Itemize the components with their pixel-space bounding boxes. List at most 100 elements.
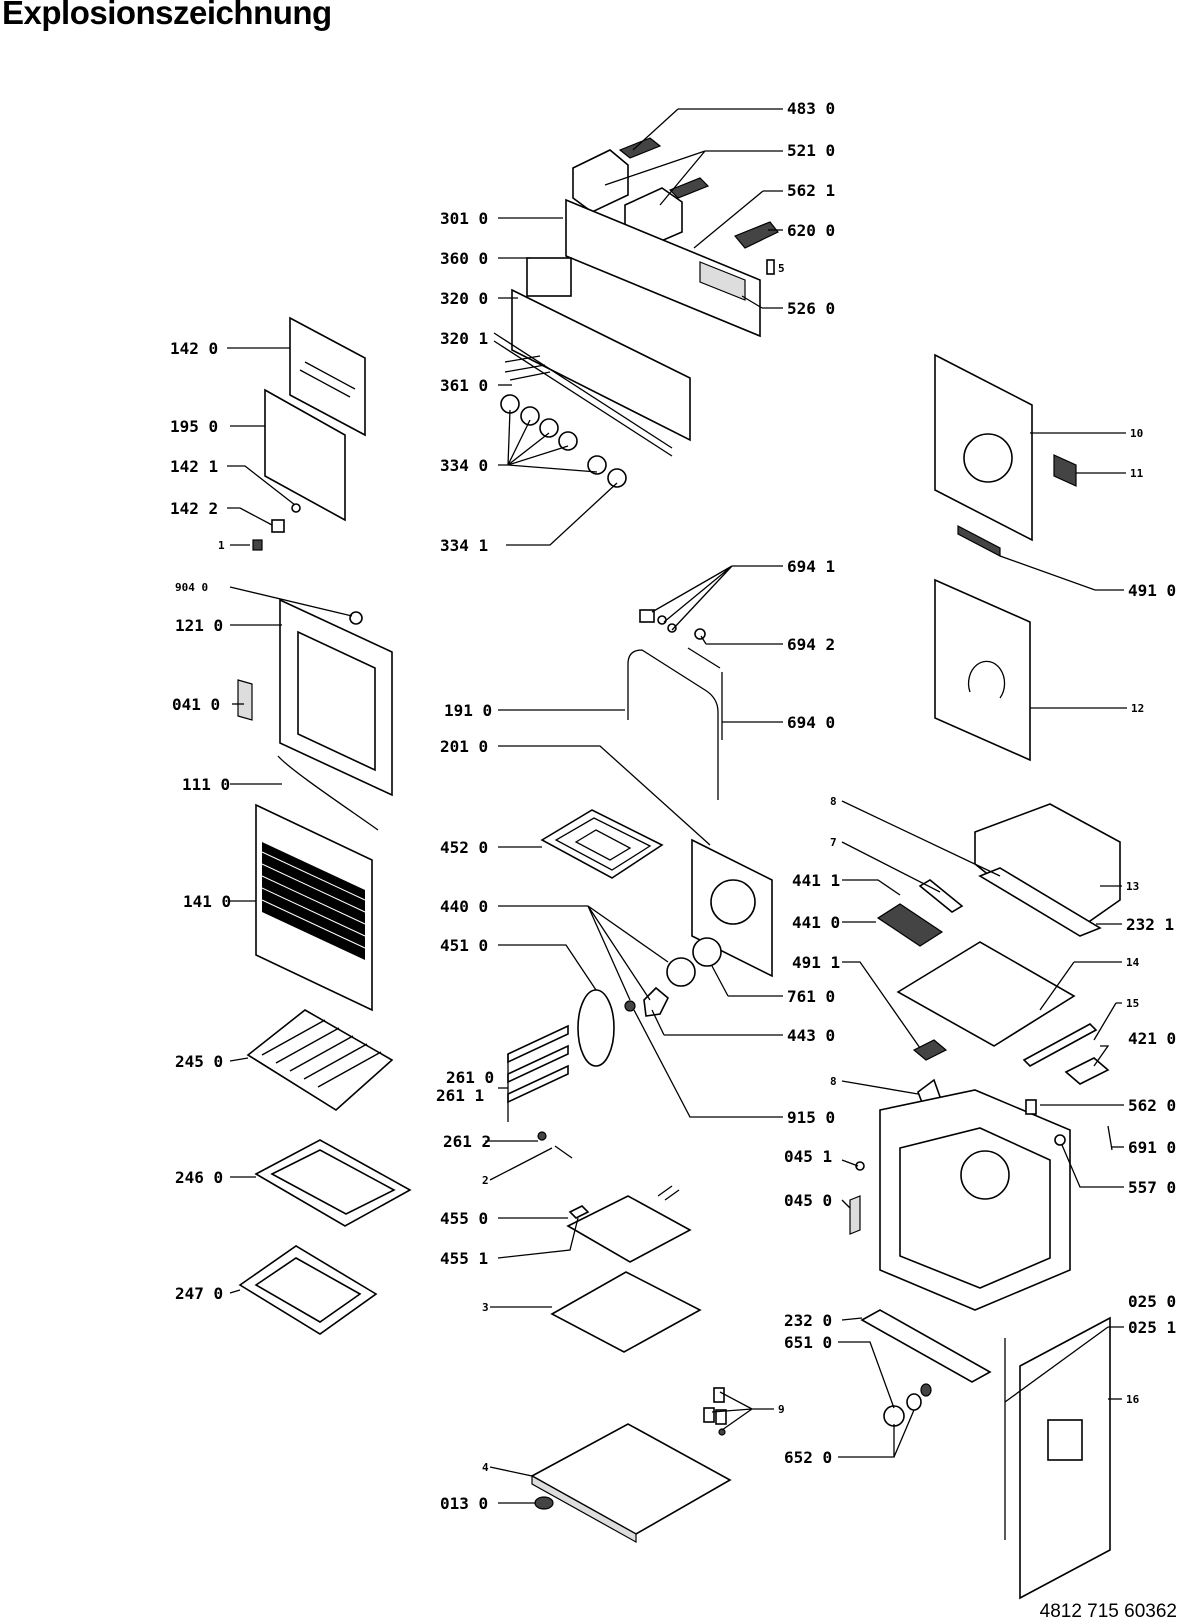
part-switch-526 bbox=[699, 261, 746, 301]
label-232-0: 232 0 bbox=[784, 1311, 832, 1330]
part-thermostat-694 bbox=[639, 609, 721, 669]
label-904-0: 904 0 bbox=[175, 581, 208, 594]
label-761-0: 761 0 bbox=[787, 987, 835, 1006]
label-121-0: 121 0 bbox=[175, 616, 223, 635]
label-526-0: 526 0 bbox=[787, 299, 835, 318]
label-455-0: 455 0 bbox=[440, 1209, 488, 1228]
part-fan-blade-443 bbox=[643, 986, 669, 1017]
leader-lines bbox=[227, 108, 1127, 1504]
part-hinge-045 bbox=[849, 1195, 861, 1235]
label-455-1: 455 1 bbox=[440, 1249, 488, 1268]
part-glass-hatch bbox=[261, 842, 366, 960]
document-number: 4812 715 60362 bbox=[1039, 1601, 1177, 1622]
part-cavity-fan bbox=[960, 1150, 1010, 1200]
label-652-0: 652 0 bbox=[784, 1448, 832, 1467]
part-knob-651-652 bbox=[883, 1383, 932, 1427]
label-045-1: 045 1 bbox=[784, 1147, 832, 1166]
part-nut-1 bbox=[252, 539, 263, 551]
label-441-0: 441 0 bbox=[792, 913, 840, 932]
part-top-cover-13 bbox=[974, 803, 1121, 929]
label-443-0: 443 0 bbox=[787, 1026, 835, 1045]
part-knobs bbox=[500, 394, 627, 488]
part-base-front-4 bbox=[531, 1474, 637, 1544]
label-142-1: 142 1 bbox=[170, 457, 218, 476]
label-141-0: 141 0 bbox=[183, 892, 231, 911]
part-fascia bbox=[511, 288, 691, 442]
label-4: 4 bbox=[482, 1461, 489, 1474]
label-14: 14 bbox=[1126, 956, 1140, 969]
label-651-0: 651 0 bbox=[784, 1333, 832, 1352]
part-screw-142-1 bbox=[291, 503, 301, 513]
part-foot-013 bbox=[534, 1496, 554, 1510]
label-694-2: 694 2 bbox=[787, 635, 835, 654]
label-8-lower: 8 bbox=[830, 1075, 837, 1088]
label-562-0: 562 0 bbox=[1128, 1096, 1176, 1115]
part-glass-142 bbox=[289, 316, 366, 437]
part-door-window bbox=[297, 630, 376, 772]
part-fan-housing-12 bbox=[934, 578, 1031, 762]
part-motor-11 bbox=[1053, 454, 1077, 487]
label-3: 3 bbox=[482, 1301, 489, 1314]
label-360-0: 360 0 bbox=[440, 249, 488, 268]
part-base-4 bbox=[530, 1423, 732, 1535]
part-bottom-3 bbox=[550, 1271, 702, 1353]
part-control-frame bbox=[565, 198, 761, 338]
label-694-1: 694 1 bbox=[787, 557, 835, 576]
part-904 bbox=[349, 611, 363, 625]
label-025-0: 025 0 bbox=[1128, 1292, 1176, 1311]
part-691 bbox=[1107, 1125, 1113, 1151]
part-shelf-245 bbox=[246, 1009, 394, 1111]
label-1: 1 bbox=[218, 539, 225, 552]
label-15: 15 bbox=[1126, 997, 1139, 1010]
label-301-0: 301 0 bbox=[440, 209, 488, 228]
cavity-parts-center bbox=[507, 609, 773, 1544]
label-261-1: 261 1 bbox=[436, 1086, 484, 1105]
part-strip-232-1 bbox=[978, 867, 1102, 937]
label-562-1: 562 1 bbox=[787, 181, 835, 200]
part-clip-455-1 bbox=[568, 1205, 590, 1219]
label-694-0: 694 0 bbox=[787, 713, 835, 732]
label-320-0: 320 0 bbox=[440, 289, 488, 308]
label-142-0: 142 0 bbox=[170, 339, 218, 358]
label-261-0: 261 0 bbox=[446, 1068, 494, 1087]
part-switch-620 bbox=[734, 221, 779, 249]
label-195-0: 195 0 bbox=[170, 417, 218, 436]
part-hinge-041 bbox=[237, 679, 253, 721]
label-025-1: 025 1 bbox=[1128, 1318, 1176, 1337]
part-sensor-421 bbox=[1064, 1057, 1110, 1085]
part-small-5 bbox=[766, 259, 775, 275]
label-491-0: 491 0 bbox=[1128, 581, 1176, 600]
label-483-0: 483 0 bbox=[787, 99, 835, 118]
label-142-2: 142 2 bbox=[170, 499, 218, 518]
part-connector-483 bbox=[618, 137, 662, 159]
label-441-1: 441 1 bbox=[792, 871, 840, 890]
label-11: 11 bbox=[1130, 467, 1144, 480]
label-5: 5 bbox=[778, 262, 785, 275]
label-320-1: 320 1 bbox=[440, 329, 488, 348]
part-clock-module bbox=[526, 257, 572, 297]
label-12: 12 bbox=[1131, 702, 1144, 715]
part-nut-915 bbox=[624, 1000, 636, 1012]
label-13: 13 bbox=[1126, 880, 1139, 893]
label-557-0: 557 0 bbox=[1128, 1178, 1176, 1197]
part-lamp-562 bbox=[1025, 1099, 1037, 1115]
label-191-0: 191 0 bbox=[444, 701, 492, 720]
accessories bbox=[238, 1009, 412, 1335]
label-691-0: 691 0 bbox=[1128, 1138, 1176, 1157]
part-heater-455 bbox=[566, 1195, 692, 1263]
part-grill-452 bbox=[540, 809, 664, 879]
door-assembly bbox=[237, 316, 393, 1012]
label-334-1: 334 1 bbox=[440, 536, 488, 555]
part-fan-440 bbox=[666, 957, 696, 987]
page-title: Explosionszeichnung bbox=[2, 0, 332, 31]
part-strip-15 bbox=[1022, 1023, 1098, 1067]
label-261-2: 261 2 bbox=[443, 1132, 491, 1151]
part-tray-inner-246 bbox=[270, 1149, 396, 1215]
label-361-0: 361 0 bbox=[440, 376, 488, 395]
label-111-0: 111 0 bbox=[182, 775, 230, 794]
part-light-switch-361 bbox=[504, 355, 551, 381]
control-panel-assembly bbox=[493, 137, 779, 488]
part-bracket-7 bbox=[918, 879, 964, 913]
part-sill-232 bbox=[860, 1309, 992, 1383]
label-16: 16 bbox=[1126, 1393, 1140, 1406]
